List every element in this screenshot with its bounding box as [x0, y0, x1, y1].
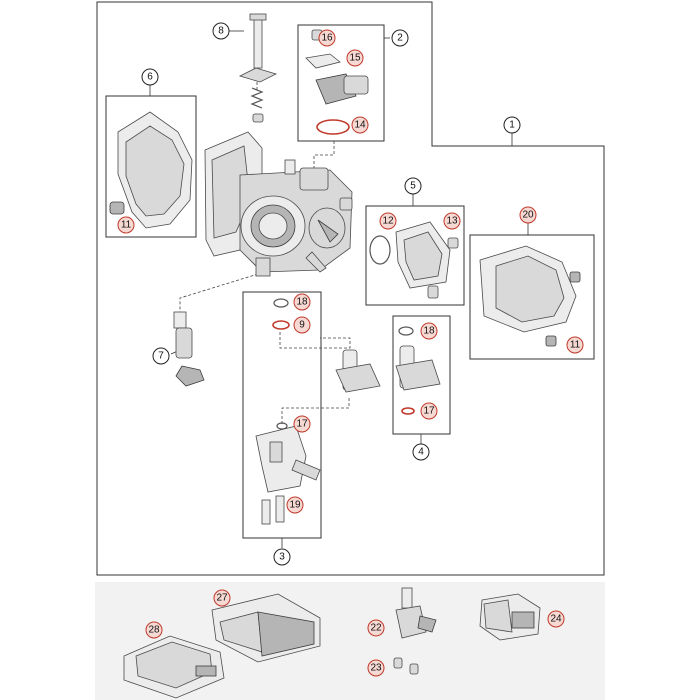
svg-text:4: 4 — [418, 447, 424, 458]
callout-4: 4 — [412, 443, 430, 461]
callout-18-rail: 18 — [293, 293, 311, 311]
svg-text:24: 24 — [550, 614, 562, 625]
callout-17-injector: 17 — [420, 402, 438, 420]
main-assembly-frame — [96, 1, 605, 576]
dash-connector — [313, 141, 335, 172]
callout-27: 27 — [213, 589, 231, 607]
callout-2: 2 — [391, 29, 409, 47]
svg-text:11: 11 — [121, 220, 132, 231]
callout-24: 24 — [547, 610, 565, 628]
svg-text:1: 1 — [509, 120, 515, 131]
svg-text:9: 9 — [299, 320, 305, 331]
svg-text:2: 2 — [397, 33, 403, 44]
callout-6: 6 — [141, 68, 159, 86]
intake-sensor-part — [173, 311, 205, 387]
group-2-frame — [297, 24, 385, 142]
connector-part — [479, 593, 541, 641]
svg-text:19: 19 — [289, 500, 301, 511]
svg-text:16: 16 — [321, 33, 333, 44]
dash-connector — [279, 332, 351, 349]
actuator-cover-part — [479, 245, 581, 347]
dash-connector — [179, 273, 259, 312]
svg-text:17: 17 — [423, 406, 435, 417]
callout-8: 8 — [212, 22, 230, 40]
svg-text:22: 22 — [370, 623, 382, 634]
manifold-sensor-part — [369, 221, 459, 299]
throttle-body — [204, 131, 353, 277]
group-20-frame — [469, 234, 595, 360]
secondary-injector-part — [395, 326, 441, 415]
pressure-sensor-part — [393, 587, 437, 675]
callout-14: 14 — [351, 116, 369, 134]
callout-11-actuator: 11 — [566, 336, 584, 354]
group-4-frame — [392, 315, 451, 435]
callout-23: 23 — [367, 659, 385, 677]
callout-9: 9 — [293, 316, 311, 334]
group-6-frame — [105, 95, 197, 238]
callout-5: 5 — [404, 177, 422, 195]
svg-text:12: 12 — [382, 216, 394, 227]
callout-18-injector: 18 — [420, 322, 438, 340]
callout-7: 7 — [152, 347, 170, 365]
group-5-frame — [365, 205, 465, 306]
svg-text:28: 28 — [148, 625, 160, 636]
svg-text:27: 27 — [216, 593, 228, 604]
svg-text:18: 18 — [423, 326, 435, 337]
callout-22: 22 — [367, 619, 385, 637]
spindle-screw-part — [238, 13, 278, 123]
callout-1: 1 — [503, 116, 521, 134]
callout-11-cover: 11 — [117, 216, 135, 234]
callout-16: 16 — [318, 29, 336, 47]
svg-text:18: 18 — [296, 297, 308, 308]
fuel-injector-assembly — [255, 298, 381, 525]
svg-text:14: 14 — [354, 120, 366, 131]
svg-text:6: 6 — [147, 72, 153, 83]
callout-19: 19 — [286, 496, 304, 514]
svg-text:20: 20 — [522, 210, 534, 221]
svg-text:3: 3 — [279, 552, 285, 563]
ecu-part — [211, 593, 321, 663]
callout-17-rail: 17 — [293, 415, 311, 433]
svg-text:15: 15 — [349, 53, 361, 64]
callout-13: 13 — [443, 212, 461, 230]
svg-text:8: 8 — [218, 26, 224, 37]
svg-text:5: 5 — [410, 181, 416, 192]
svg-text:7: 7 — [158, 351, 164, 362]
svg-text:13: 13 — [446, 216, 458, 227]
svg-text:23: 23 — [370, 663, 382, 674]
callout-15: 15 — [346, 49, 364, 67]
position-sensor-part — [305, 29, 369, 135]
control-unit-part — [123, 635, 225, 699]
cover-part — [109, 111, 193, 229]
callout-12: 12 — [379, 212, 397, 230]
dash-connector — [281, 398, 350, 426]
callout-28: 28 — [145, 621, 163, 639]
svg-text:11: 11 — [570, 340, 581, 351]
callout-3: 3 — [273, 548, 291, 566]
svg-text:17: 17 — [296, 419, 308, 430]
callout-20: 20 — [519, 206, 537, 224]
